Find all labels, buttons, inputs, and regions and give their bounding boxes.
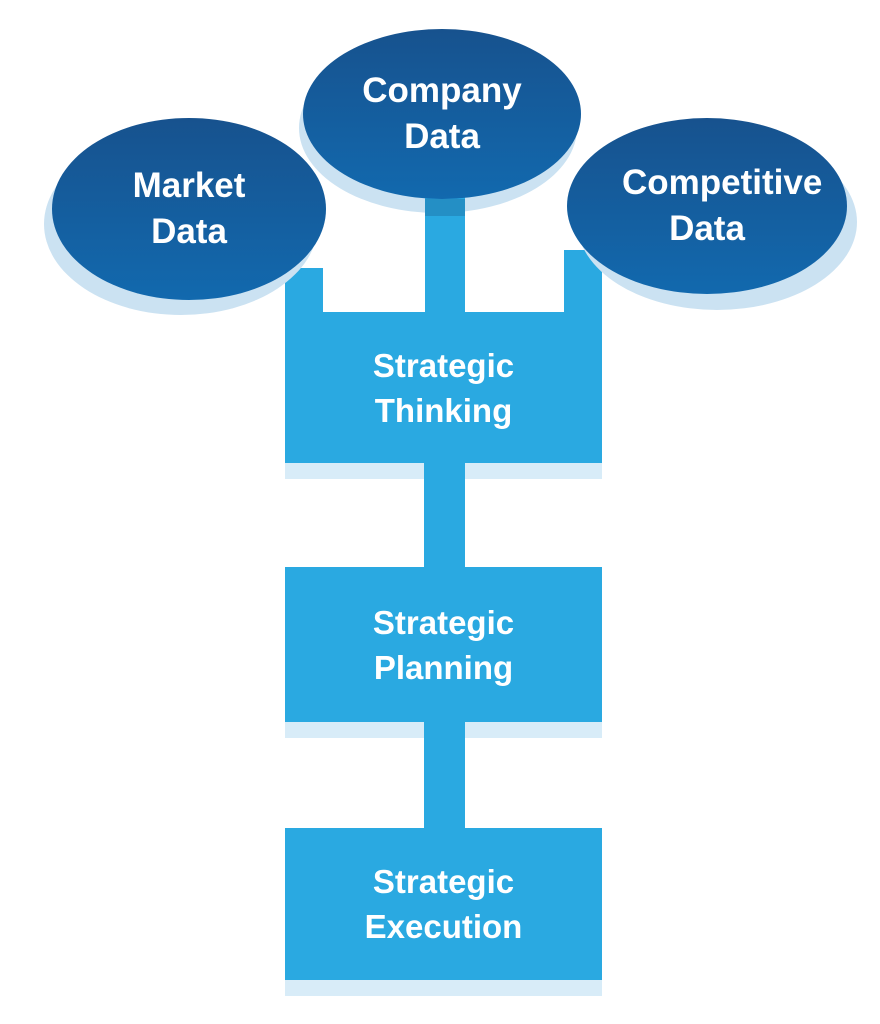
node-competitive-data: Competitive Data [567,118,847,294]
node-market-data: Market Data [52,118,326,300]
connector-company-to-thinking [425,185,465,312]
strategic-execution-label: Strategic Execution [364,863,523,945]
node-strategic-planning: Strategic Planning [285,567,602,722]
node-strategic-execution: Strategic Execution [285,828,602,980]
company-data-label: Company Data [362,71,522,156]
competitive-data-label: Competitive Data [622,163,823,248]
strategic-thinking-label: Strategic Thinking [372,346,515,429]
strategic-planning-label: Strategic Planning [372,603,515,686]
node-strategic-thinking: Strategic Thinking [285,312,602,463]
connector-thinking-to-planning [424,463,465,567]
connector-planning-to-execution [424,722,465,828]
node-company-data: Company Data [303,29,581,199]
market-data-label: Market Data [132,166,246,251]
execution-box-shadow [285,980,602,996]
